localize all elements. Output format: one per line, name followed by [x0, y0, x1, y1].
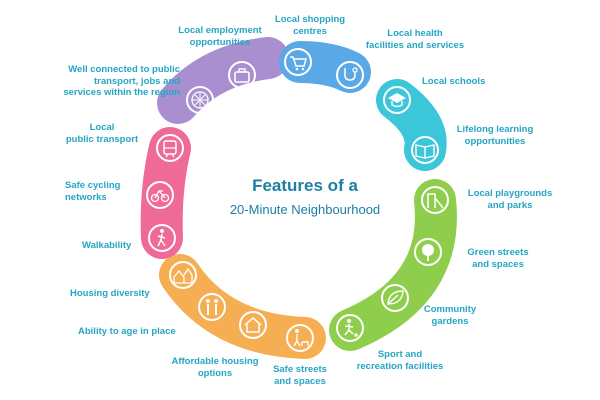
- tram-icon: [156, 134, 184, 162]
- open-book-icon: [411, 136, 439, 164]
- diagram-title: Features of a: [252, 176, 358, 195]
- segment-purple: [157, 37, 289, 124]
- walking-person-icon: [148, 224, 176, 252]
- briefcase-icon: [228, 61, 256, 89]
- tree-icon: [414, 238, 442, 266]
- diagram-subtitle: 20-Minute Neighbourhood: [229, 202, 381, 217]
- person-with-dog-icon: [286, 324, 314, 352]
- graduation-cap-icon: [383, 86, 411, 114]
- stethoscope-icon: [336, 61, 364, 89]
- network-globe-icon: [186, 86, 214, 114]
- houses-icon: [169, 261, 197, 289]
- label-walkability: Walkability: [82, 240, 132, 251]
- label-schools: Local schools: [422, 76, 486, 87]
- shopping-cart-icon: [284, 48, 312, 76]
- soccer-player-icon: [336, 314, 364, 342]
- segment-green: [329, 179, 457, 351]
- bicycle-icon: [146, 181, 174, 209]
- elderly-couple-icon: [198, 293, 226, 321]
- segment-orange: [159, 254, 326, 359]
- playground-icon: [421, 186, 449, 214]
- label-diversity: Housing diversity: [70, 288, 150, 299]
- leaf-icon: [381, 284, 409, 312]
- house-icon: [239, 311, 267, 339]
- segment-teal: [376, 79, 447, 171]
- label-age: Ability to age in place: [78, 326, 176, 337]
